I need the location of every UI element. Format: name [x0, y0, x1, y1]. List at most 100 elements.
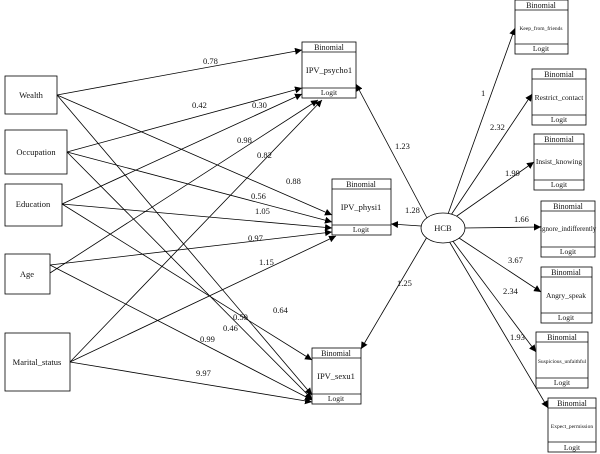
coef-hcb-i5: 3.67 [508, 255, 523, 265]
node-wealth: Wealth [4, 75, 58, 115]
edge-marital-sexu [69, 361, 313, 405]
node-hcb: HCB [420, 212, 466, 244]
coef-marital-sexu: 9.97 [196, 368, 211, 378]
node-ignore-indifferently: Binomial Ignore_indifferently Logit [540, 200, 597, 258]
node-suspicious-unfaithful: Binomial Suspicious_unfaithful Logit [535, 331, 589, 389]
coef-hcb-psycho: 1.23 [395, 141, 410, 151]
coef-occupation-sexu: 0.46 [223, 323, 238, 333]
node-header: Binomial [544, 135, 575, 144]
node-label: Ignore_indifferently [540, 225, 597, 233]
coef-marital-physi: 1.15 [259, 257, 274, 267]
edge-occupation-sexu [66, 151, 313, 400]
node-label: Insist_knowing [536, 157, 583, 166]
edge-wealth-sexu [56, 94, 313, 396]
coef-wealth-sexu: 0.59 [233, 312, 248, 322]
coef-hcb-i4: 1.66 [514, 214, 529, 224]
node-label: Keep_from_friends [519, 25, 562, 32]
coef-education-sexu: 0.64 [273, 305, 289, 315]
node-header: Binomial [553, 202, 584, 211]
node-expect-permission: Binomial Expect_permission Logit [547, 397, 597, 453]
node-footer: Logit [564, 443, 581, 452]
coef-hcb-sexu: 1.25 [397, 278, 412, 288]
node-label: IPV_sexu1 [317, 371, 355, 381]
coef-age-psycho: 0.82 [257, 150, 272, 160]
node-label: Wealth [19, 90, 44, 100]
coef-occupation-psycho: 0.30 [252, 100, 267, 110]
node-header: Binomial [544, 70, 575, 79]
node-label: Expect_permission [551, 424, 593, 430]
edge-occupation-physi [66, 151, 333, 224]
node-header: Binomial [526, 1, 557, 10]
node-footer: Logit [551, 180, 568, 189]
coef-hcb-i3: 1.99 [505, 168, 520, 178]
coef-occupation-physi: 0.88 [286, 176, 301, 186]
node-footer: Logit [558, 313, 575, 322]
node-header: Binomial [557, 399, 588, 408]
coef-wealth-psycho: 0.78 [203, 56, 218, 66]
node-header: Binomial [547, 333, 578, 342]
node-header: Binomial [346, 180, 377, 189]
node-label: IPV_physi1 [341, 202, 382, 212]
edge-hcb-i3 [453, 161, 535, 219]
edge-education-sexu [61, 203, 313, 361]
node-footer: Logit [321, 88, 338, 97]
node-label: IPV_psycho1 [306, 65, 352, 75]
edge-hcb-i7 [448, 240, 549, 409]
node-footer: Logit [560, 247, 577, 256]
edge-hcb-physi [390, 220, 422, 228]
indicator-variables: Binomial Keep_from_friends Logit Binomia… [514, 0, 597, 453]
node-ipv-physi: Binomial IPV_physi1 Logit [331, 178, 392, 236]
edge-occupation-psycho [66, 86, 303, 153]
node-ipv-psycho: Binomial IPV_psycho1 Logit [301, 41, 357, 99]
edge-age-sexu [49, 264, 313, 401]
edge-wealth-physi [56, 94, 333, 216]
coef-hcb-physi: 1.28 [405, 205, 420, 215]
node-footer: Logit [328, 394, 345, 403]
coef-hcb-i1: 1 [481, 88, 485, 98]
node-ipv-sexu: Binomial IPV_sexu1 Logit [311, 347, 362, 405]
edge-hcb-sexu [360, 236, 428, 350]
edge-marital-physi [69, 235, 337, 363]
node-angry-speak: Binomial Angry_speak Logit [540, 266, 593, 324]
node-footer: Logit [551, 115, 568, 124]
edges [49, 27, 549, 409]
coef-education-physi: 1.05 [255, 206, 270, 216]
node-label: Age [20, 269, 34, 279]
edge-hcb-psycho [355, 83, 428, 219]
node-label: Restrict_contact [535, 93, 585, 102]
coef-hcb-i7: 1.93 [510, 332, 525, 342]
edge-education-physi [61, 203, 333, 231]
coefficient-labels: 0.78 0.42 0.30 0.98 0.82 0.88 0.56 1.05 … [192, 56, 529, 378]
node-occupation: Occupation [4, 129, 68, 175]
node-label: Marital_status [13, 357, 62, 367]
edge-wealth-psycho [56, 47, 303, 96]
node-label: HCB [434, 223, 452, 233]
node-age: Age [4, 253, 51, 295]
node-marital-status: Marital_status [4, 332, 71, 392]
node-header: Binomial [321, 349, 352, 358]
node-footer: Logit [554, 378, 571, 387]
node-keep-from-friends: Binomial Keep_from_friends Logit [514, 0, 569, 55]
edge-hcb-i6 [451, 239, 537, 353]
node-label: Angry_speak [546, 291, 586, 300]
node-education: Education [4, 183, 63, 227]
node-label: Occupation [16, 147, 56, 157]
node-label: Education [16, 199, 51, 209]
edge-hcb-i4 [463, 223, 542, 231]
node-restrict-contact: Binomial Restrict_contact Logit [531, 68, 587, 126]
coef-age-sexu: 0.99 [200, 334, 215, 344]
coef-marital-psycho: 0.56 [251, 191, 266, 201]
coef-hcb-i2: 2.32 [490, 122, 505, 132]
coef-age-physi: 0.97 [248, 233, 263, 243]
node-header: Binomial [314, 43, 345, 52]
edge-age-physi [49, 229, 333, 266]
node-footer: Logit [533, 44, 550, 53]
coef-education-psycho: 0.98 [237, 135, 252, 145]
outcome-variables: Binomial IPV_psycho1 Logit Binomial IPV_… [301, 41, 392, 405]
edge-age-psycho [49, 99, 319, 274]
node-footer: Logit [353, 225, 370, 234]
node-header: Binomial [551, 268, 582, 277]
edge-education-psycho [61, 93, 303, 205]
node-label: Suspicious_unfaithful [538, 358, 587, 365]
